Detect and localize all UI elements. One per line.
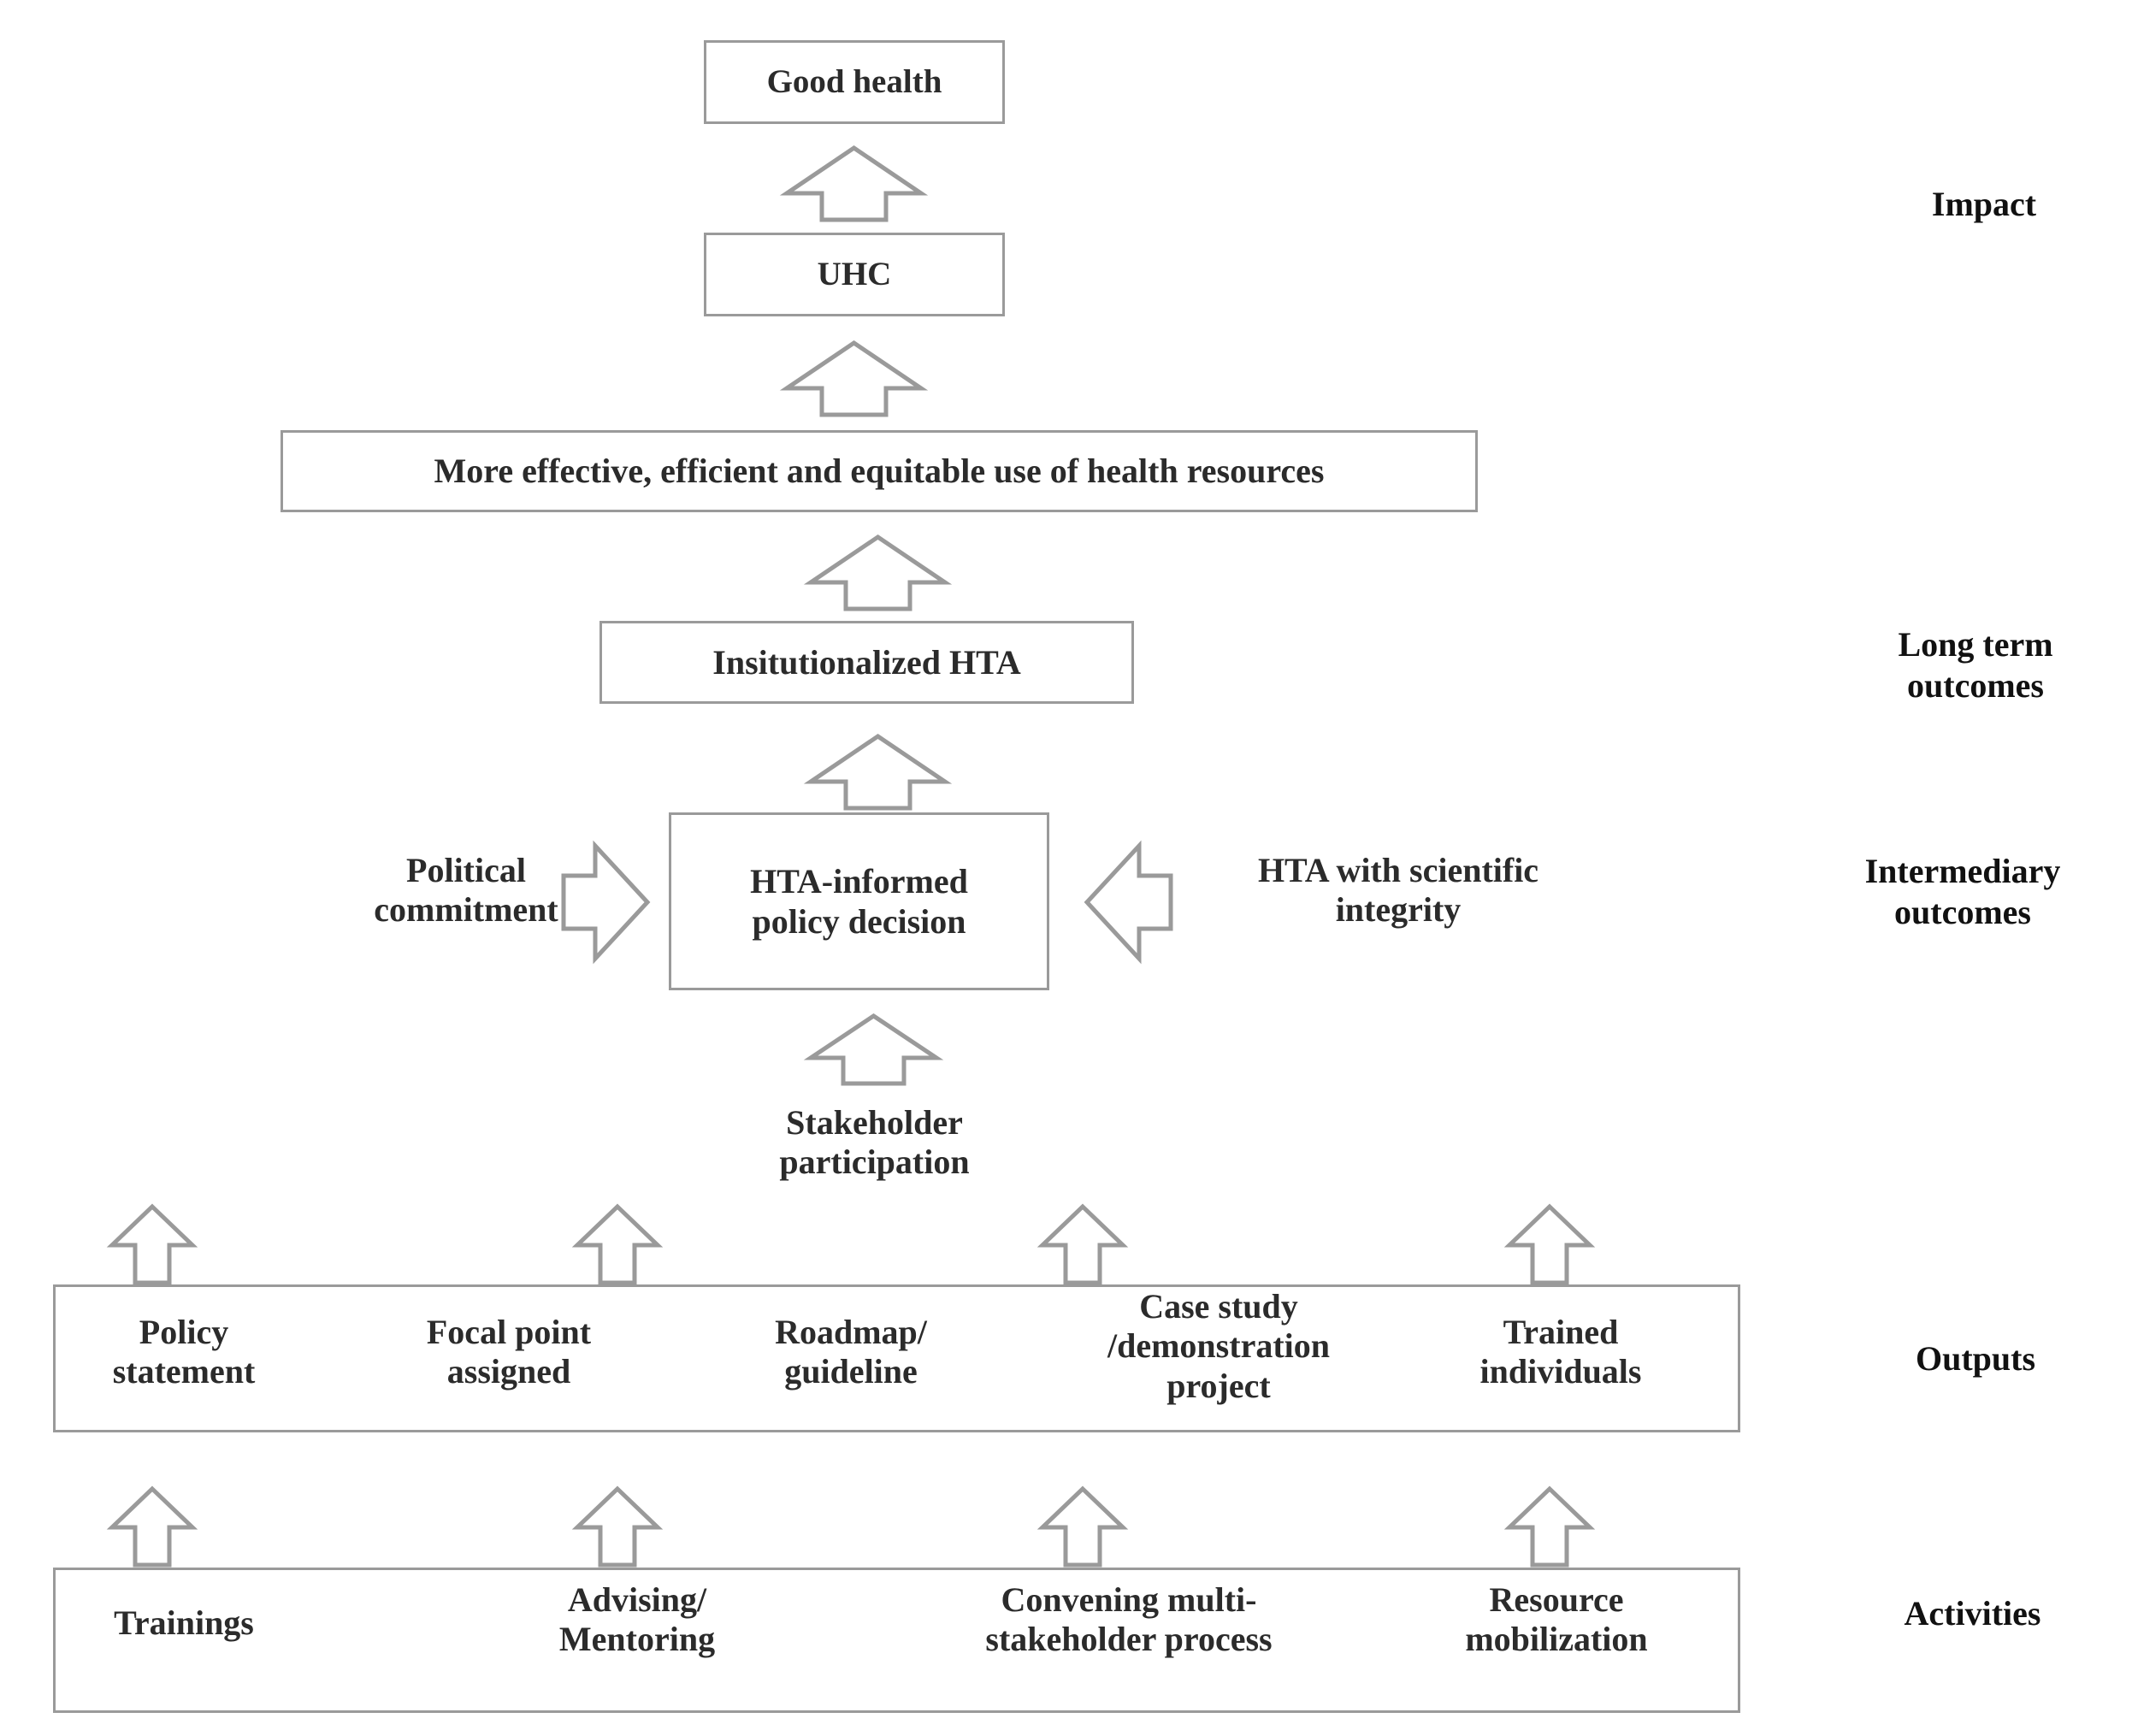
node-uhc: UHC	[704, 233, 1005, 316]
left-arrow-scientific-integrity	[1084, 840, 1174, 965]
output-item-focal-point-assigned: Focal point assigned	[426, 1313, 592, 1391]
up-arrow-to-institutionalized-hta	[803, 733, 953, 811]
up-arrow-activities-1	[106, 1485, 198, 1568]
node-effective-use-of-health-resources: More effective, efficient and equitable …	[281, 430, 1478, 512]
node-hta-informed-policy-decision-label: HTA-informed policy decision	[750, 861, 968, 941]
output-item-case-study-demonstration-project: Case study /demonstration project	[1107, 1287, 1330, 1405]
stage-label-long-term-outcomes: Long term outcomes	[1898, 625, 2053, 705]
output-item-policy-statement: Policy statement	[112, 1313, 256, 1391]
up-arrow-to-resources	[803, 534, 953, 611]
up-arrow-activities-3	[1036, 1485, 1129, 1568]
up-arrow-activities-2	[571, 1485, 664, 1568]
node-hta-informed-policy-decision: HTA-informed policy decision	[669, 812, 1049, 990]
activity-item-advising-mentoring: Advising/ Mentoring	[558, 1580, 716, 1659]
activity-item-convening-multi-stakeholder-process: Convening multi- stakeholder process	[985, 1580, 1273, 1659]
right-arrow-political-commitment	[560, 840, 651, 965]
stage-label-activities: Activities	[1904, 1594, 2041, 1633]
activity-item-trainings: Trainings	[114, 1603, 254, 1642]
output-item-roadmap-guideline: Roadmap/ guideline	[775, 1313, 927, 1391]
stage-label-impact: Impact	[1931, 185, 2037, 223]
up-arrow-to-uhc	[779, 340, 929, 417]
up-arrow-outputs-3	[1036, 1203, 1129, 1285]
node-institutionalized-hta: Insitutionalized HTA	[599, 621, 1134, 704]
stage-label-outputs: Outputs	[1915, 1339, 2036, 1378]
up-arrow-outputs-1	[106, 1203, 198, 1285]
output-item-trained-individuals: Trained individuals	[1479, 1313, 1642, 1391]
node-good-health: Good health	[704, 40, 1005, 124]
node-institutionalized-hta-label: Insitutionalized HTA	[712, 642, 1021, 682]
up-arrow-activities-4	[1503, 1485, 1596, 1568]
up-arrow-outputs-2	[571, 1203, 664, 1285]
node-good-health-label: Good health	[766, 62, 942, 100]
activities-band	[53, 1568, 1740, 1713]
caption-hta-with-scientific-integrity: HTA with scientific integrity	[1257, 851, 1539, 930]
caption-political-commitment: Political commitment	[374, 851, 558, 930]
up-arrow-to-good-health	[779, 145, 929, 222]
outputs-band	[53, 1284, 1740, 1432]
stage-label-intermediary-outcomes: Intermediary outcomes	[1864, 852, 2061, 931]
node-uhc-label: UHC	[817, 255, 892, 292]
up-arrow-to-policy-decision	[803, 1013, 944, 1086]
caption-stakeholder-participation: Stakeholder participation	[779, 1103, 970, 1182]
activity-item-resource-mobilization: Resource mobilization	[1465, 1580, 1648, 1659]
up-arrow-outputs-4	[1503, 1203, 1596, 1285]
node-effective-use-of-health-resources-label: More effective, efficient and equitable …	[434, 452, 1325, 491]
